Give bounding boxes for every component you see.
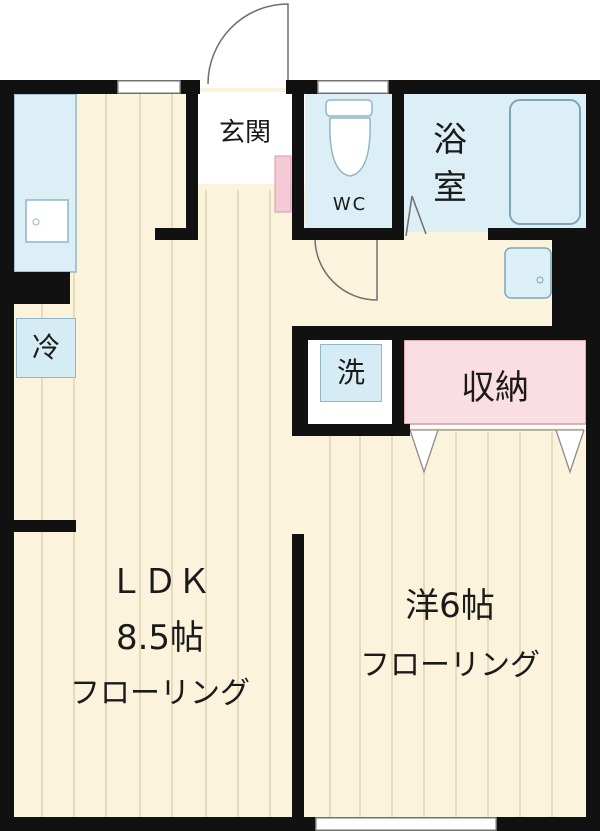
toilet-label: WC [332, 194, 368, 215]
walls [0, 80, 600, 831]
ldk-label-line1: ＬＤＫ [109, 562, 211, 602]
fridge-label: 冷 [16, 318, 76, 378]
ldk-label-line3: フローリング [70, 676, 250, 711]
closet-doors [409, 429, 585, 475]
washroom-door [314, 237, 378, 301]
kitchen-counter [13, 93, 77, 273]
storage-label: 収納 [461, 368, 529, 408]
bath-label-line2: 室 [433, 168, 467, 208]
bathtub [509, 99, 581, 225]
bath-label-line1: 浴 [433, 120, 467, 160]
flooring-lines [41, 92, 553, 820]
ldk-label-line2: 8.5帖 [115, 618, 205, 658]
toilet-fixture [325, 99, 373, 177]
western-room-floor [300, 428, 588, 820]
western-room-label-line2: フローリング [360, 648, 540, 683]
kitchen-sink-icon [25, 199, 69, 243]
entrance-label: 玄関 [218, 118, 271, 148]
western-room-label-line1: 洋6帖 [405, 586, 495, 626]
storage-closet [403, 339, 587, 425]
washer-label: 洗 [320, 344, 382, 402]
wash-basin [504, 247, 552, 299]
bath-door [405, 195, 427, 237]
windows [117, 80, 497, 831]
entry-step [274, 155, 292, 213]
entrance-door [207, 3, 289, 85]
doors [207, 3, 427, 301]
